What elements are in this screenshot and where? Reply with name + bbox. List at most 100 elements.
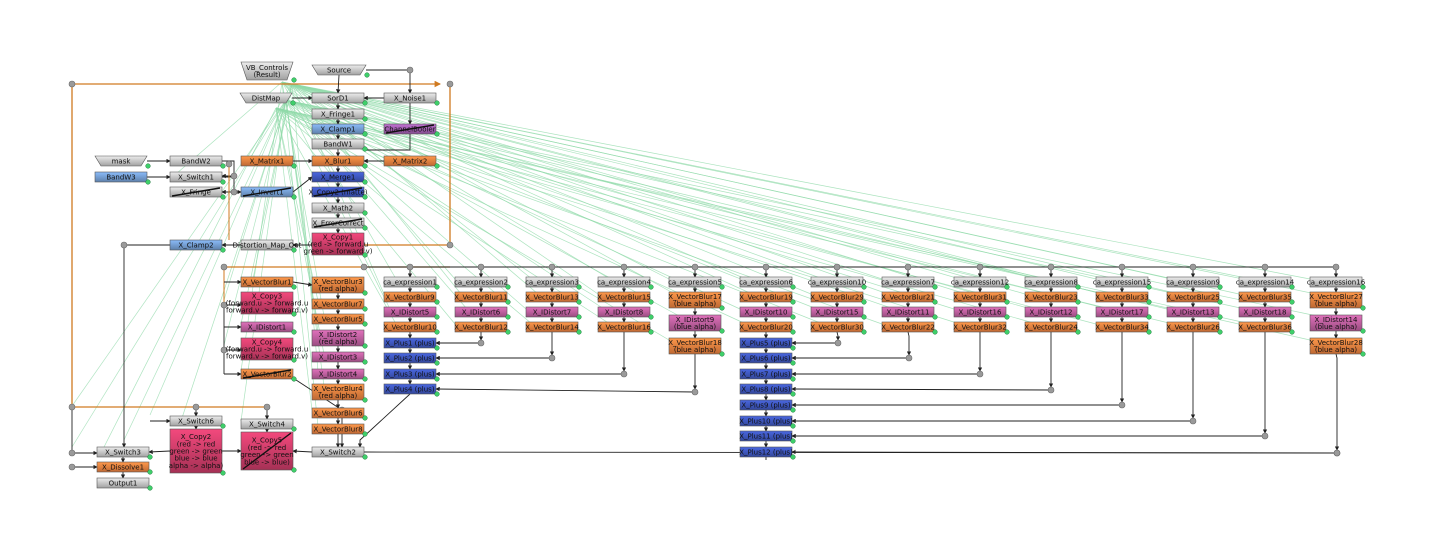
node-vb15[interactable]: X_VectorBlur15 bbox=[597, 291, 654, 305]
pipe-dot[interactable] bbox=[1189, 417, 1197, 425]
node-vb28[interactable]: X_VectorBlur28(blue alpha) bbox=[1309, 337, 1366, 357]
node-vb14[interactable]: X_VectorBlur14 bbox=[525, 321, 582, 335]
node-vb36[interactable]: X_VectorBlur36 bbox=[1238, 321, 1295, 335]
node-x-errorcorrect[interactable]: X_ErrorCorrect bbox=[311, 217, 368, 231]
node-vb29[interactable]: X_VectorBlur29 bbox=[810, 291, 867, 305]
node-id15[interactable]: X_IDistort15 bbox=[810, 306, 867, 320]
node-x-noise1[interactable]: X_Noise1 bbox=[383, 92, 440, 106]
node-x-switch6[interactable]: X_Switch6 bbox=[169, 415, 226, 429]
node-vb16[interactable]: X_VectorBlur16 bbox=[597, 321, 654, 335]
node-ca15[interactable]: ca_expression15 bbox=[1093, 276, 1152, 290]
node-x-vectorblur7[interactable]: X_VectorBlur7 bbox=[311, 298, 368, 312]
node-vb17[interactable]: X_VectorBlur17(blue alpha) bbox=[668, 291, 725, 311]
node-sord1[interactable]: SorD1 bbox=[311, 92, 368, 106]
node-distmap[interactable]: DistMap bbox=[239, 92, 296, 106]
node-bandw2[interactable]: BandW2 bbox=[169, 155, 226, 169]
node-vb31[interactable]: X_VectorBlur31 bbox=[953, 291, 1010, 305]
node-x-invert1[interactable]: X_Invert1 bbox=[240, 186, 297, 200]
node-id18[interactable]: X_IDistort18 bbox=[1238, 306, 1295, 320]
pipe-dot[interactable] bbox=[1047, 263, 1055, 271]
node-vb12[interactable]: X_VectorBlur12 bbox=[454, 321, 511, 335]
node-ca4[interactable]: ca_expression4 bbox=[597, 276, 654, 290]
node-id8[interactable]: X_IDistort8 bbox=[597, 306, 654, 320]
node-plus1[interactable]: X_Plus1 (plus) bbox=[383, 337, 440, 351]
pipe-dot[interactable] bbox=[1333, 449, 1341, 457]
pipe-dot[interactable] bbox=[220, 301, 228, 309]
node-plus8[interactable]: X_Plus8 (plus) bbox=[739, 383, 796, 397]
pipe-dot[interactable] bbox=[192, 403, 200, 411]
node-vb25[interactable]: X_VectorBlur25 bbox=[1166, 291, 1223, 305]
node-ca9[interactable]: ca_expression9 bbox=[1166, 276, 1223, 290]
node-plus12[interactable]: X_Plus12 (plus) bbox=[739, 446, 796, 460]
node-x-math2[interactable]: X_Math2 bbox=[311, 202, 368, 216]
node-bandw3[interactable]: BandW3 bbox=[94, 171, 151, 185]
node-x-vectorblur8[interactable]: X_VectorBlur8 bbox=[311, 423, 368, 437]
node-ca6[interactable]: ca_expression6 bbox=[739, 276, 796, 290]
node-plus10[interactable]: X_Plus10 (plus) bbox=[739, 415, 796, 429]
node-x-idistort2[interactable]: X_IDistort2(red alpha) bbox=[311, 329, 368, 349]
node-x-idistort4[interactable]: X_IDistort4 bbox=[311, 368, 368, 382]
node-x-clamp2[interactable]: X_Clamp2 bbox=[169, 239, 226, 253]
pipe-dot[interactable] bbox=[220, 263, 228, 271]
node-id11[interactable]: X_IDistort11 bbox=[881, 306, 938, 320]
pipe-dot[interactable] bbox=[833, 263, 841, 271]
node-x-switch2[interactable]: X_Switch2 bbox=[311, 446, 368, 460]
pipe-dot[interactable] bbox=[477, 263, 485, 271]
pipe-dot[interactable] bbox=[620, 263, 628, 271]
pipe-dot[interactable] bbox=[120, 241, 128, 249]
node-ca12[interactable]: ca_expression12 bbox=[951, 276, 1010, 290]
node-vb33[interactable]: X_VectorBlur33 bbox=[1095, 291, 1152, 305]
node-plus2[interactable]: X_Plus2 (plus) bbox=[383, 352, 440, 366]
node-x-copy4[interactable]: X_Copy4(forward.u -> forward.uforward.v … bbox=[226, 337, 309, 363]
node-plus9[interactable]: X_Plus9 (plus) bbox=[739, 399, 796, 413]
node-x-vectorblur5[interactable]: X_VectorBlur5 bbox=[311, 313, 368, 327]
node-x-vectorblur1[interactable]: X_VectorBlur1 bbox=[240, 276, 297, 290]
node-vb-controls[interactable]: VB_Controls(Result) bbox=[240, 61, 297, 83]
node-ca2[interactable]: ca_expression2 bbox=[454, 276, 511, 290]
node-id9[interactable]: X_IDistort9(blue alpha) bbox=[668, 314, 725, 334]
node-source[interactable]: Source bbox=[311, 64, 370, 78]
node-ca1[interactable]: ca_expression1 bbox=[383, 276, 440, 290]
node-plus11[interactable]: X_Plus11 (plus) bbox=[739, 430, 796, 444]
node-plus3[interactable]: X_Plus3 (plus) bbox=[383, 368, 440, 382]
node-vb20[interactable]: X_VectorBlur20 bbox=[739, 321, 796, 335]
pipe-dot[interactable] bbox=[263, 403, 271, 411]
node-ca14[interactable]: ca_expression14 bbox=[1236, 276, 1295, 290]
node-id14[interactable]: X_IDistort14(blue alpha) bbox=[1309, 314, 1366, 334]
node-distortion-map-out[interactable]: Distortion_Map_Out bbox=[233, 239, 302, 253]
node-ca16[interactable]: ca_expression16 bbox=[1307, 276, 1366, 290]
node-vb30[interactable]: X_VectorBlur30 bbox=[810, 321, 867, 335]
pipe-dot[interactable] bbox=[834, 339, 842, 347]
pipe-dot[interactable] bbox=[1332, 263, 1340, 271]
node-output1[interactable]: Output1 bbox=[96, 477, 153, 491]
node-x-switch4[interactable]: X_Switch4 bbox=[240, 418, 297, 432]
node-id16[interactable]: X_IDistort16 bbox=[953, 306, 1010, 320]
pipe-dot[interactable] bbox=[620, 370, 628, 378]
pipe-dot[interactable] bbox=[68, 449, 76, 457]
node-vb23[interactable]: X_VectorBlur23 bbox=[1024, 291, 1081, 305]
pipe-dot[interactable] bbox=[230, 172, 238, 180]
node-x-blur1[interactable]: X_Blur1 bbox=[311, 155, 368, 169]
node-ca10[interactable]: ca_expression10 bbox=[808, 276, 867, 290]
pipe-dot[interactable] bbox=[548, 354, 556, 362]
pipe-dot[interactable] bbox=[904, 263, 912, 271]
pipe-dot[interactable] bbox=[762, 263, 770, 271]
pipe-dot[interactable] bbox=[68, 80, 76, 88]
node-plus4[interactable]: X_Plus4 (plus) bbox=[383, 383, 440, 397]
node-bandw1[interactable]: BandW1 bbox=[311, 138, 368, 152]
node-vb26[interactable]: X_VectorBlur26 bbox=[1166, 321, 1223, 335]
node-x-fringe[interactable]: X_Fringe bbox=[169, 186, 226, 200]
pipe-dot[interactable] bbox=[446, 80, 454, 88]
node-x-matrix2[interactable]: X_Matrix2 bbox=[383, 155, 440, 169]
node-ca7[interactable]: ca_expression7 bbox=[881, 276, 938, 290]
pipe-dot[interactable] bbox=[406, 66, 414, 74]
node-ca5[interactable]: ca_expression5 bbox=[668, 276, 725, 290]
node-vb27[interactable]: X_VectorBlur27(blue alpha) bbox=[1309, 291, 1366, 311]
node-id10[interactable]: X_IDistort10 bbox=[739, 306, 796, 320]
node-vb34[interactable]: X_VectorBlur34 bbox=[1095, 321, 1152, 335]
pipe-dot[interactable] bbox=[1118, 263, 1126, 271]
node-vb35[interactable]: X_VectorBlur35 bbox=[1238, 291, 1295, 305]
pipe-dot[interactable] bbox=[220, 346, 228, 354]
node-x-copy2a[interactable]: X_Copy2 (matte) bbox=[308, 186, 368, 200]
